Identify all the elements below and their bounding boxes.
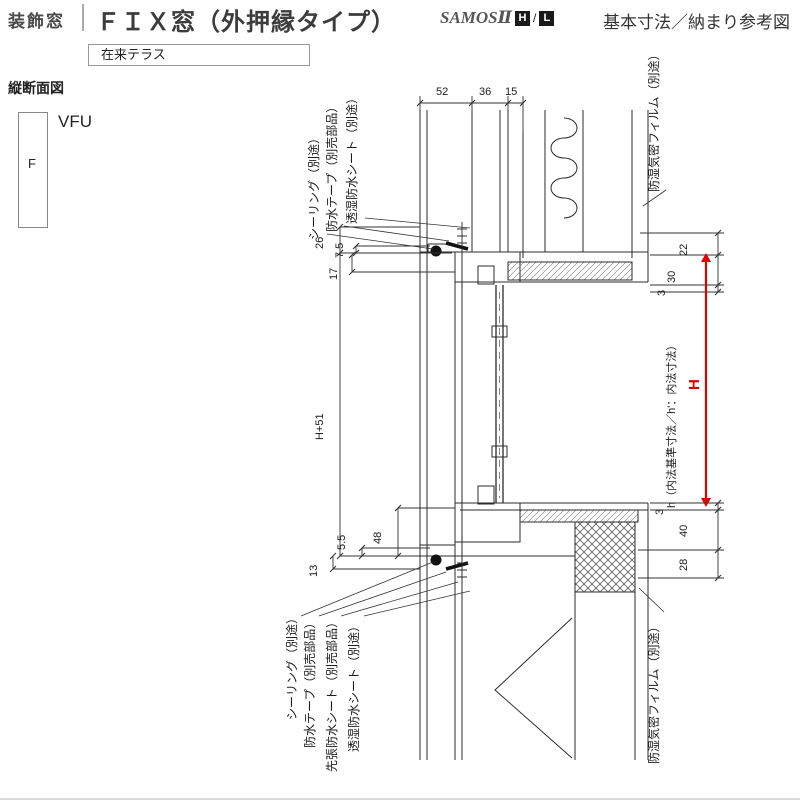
dim-left-13: 13 (308, 564, 320, 577)
screw-symbols (457, 222, 467, 586)
sill-board-hatched (519, 509, 639, 523)
dim-left-h-plus-51: H+51 (314, 413, 326, 440)
head-glazing-bead (477, 265, 495, 285)
dim-top-15: 15 (505, 86, 518, 98)
callout-bottom-pre-sheet: 先張防水シート（別売部品） (325, 615, 339, 772)
dim-right-3-bottom: 3 (654, 508, 666, 515)
callout-top-film: 防湿気密フィルム（別途） (647, 48, 661, 192)
dim-left-48: 48 (372, 531, 384, 544)
header-category: 装飾窓 (8, 12, 65, 31)
dim-left-7-5: 7.5 (334, 242, 346, 258)
hatch-support-block (574, 521, 636, 593)
setting-block-upper (491, 325, 508, 338)
callout-top-sealing: シーリング（別途） (307, 131, 321, 240)
dim-right-22: 22 (678, 243, 690, 256)
glass-pane (495, 285, 504, 503)
framing-break-chevron (494, 617, 573, 759)
dim-right-30: 30 (666, 270, 678, 283)
setting-block-lower (491, 445, 508, 458)
callout-top-sheet: 透湿防水シート（別途） (345, 91, 359, 224)
insulation-symbol (550, 117, 578, 219)
head-casing-hatched (507, 261, 633, 281)
model-code: VFU (58, 112, 92, 131)
height-label-h: H (686, 379, 703, 390)
callout-bottom-film: 防湿気密フィルム（別途） (647, 620, 661, 764)
wall-structure-lines (419, 110, 649, 760)
series-logo: SAMOSⅡ H / L (440, 8, 555, 28)
dim-left-17: 17 (328, 267, 340, 280)
section-symbol-label: F (28, 156, 36, 171)
section-view-label: 縦断面図 (8, 80, 64, 96)
reference-note: 基本寸法／納まり参考図 (603, 13, 790, 32)
callout-top-tape: 防水テープ（別売部品） (325, 100, 339, 232)
dim-top-52: 52 (436, 86, 449, 98)
seal-bottom (430, 554, 442, 566)
inner-dimension-note: h（内法基準寸法／h'：内法寸法） (666, 339, 678, 508)
frame-type-box: 在来テラス (88, 44, 310, 66)
sealant-and-tape (430, 222, 469, 586)
tape-marks (445, 241, 469, 571)
dim-top-36: 36 (479, 86, 492, 98)
series-grade-badge-l: L (539, 10, 555, 26)
sill-frame (454, 502, 521, 543)
red-height-arrow (701, 253, 711, 507)
sill-glazing-bead (477, 485, 495, 505)
leader-lines (300, 189, 667, 617)
seal-top (430, 245, 442, 257)
page-title: ＦＩＸ窓（外押縁タイプ） (96, 9, 396, 36)
dimension-ticks (329, 99, 722, 582)
series-name: SAMOSⅡ (440, 8, 512, 27)
series-grade-separator: / (532, 11, 537, 25)
section-symbol-box (18, 112, 48, 228)
callout-bottom-sheet: 透湿防水シート（別途） (347, 619, 361, 752)
dim-right-40: 40 (678, 524, 690, 537)
dim-right-28: 28 (678, 558, 690, 571)
dim-left-5-5: 5.5 (336, 534, 348, 550)
dim-right-3-top: 3 (656, 289, 668, 296)
dimension-lines (329, 96, 724, 582)
series-grade-badge-h: H (514, 10, 530, 26)
callout-bottom-sealing: シーリング（別途） (285, 611, 299, 720)
callout-bottom-tape: 防水テープ（別売部品） (303, 616, 317, 748)
header-divider (82, 4, 84, 31)
